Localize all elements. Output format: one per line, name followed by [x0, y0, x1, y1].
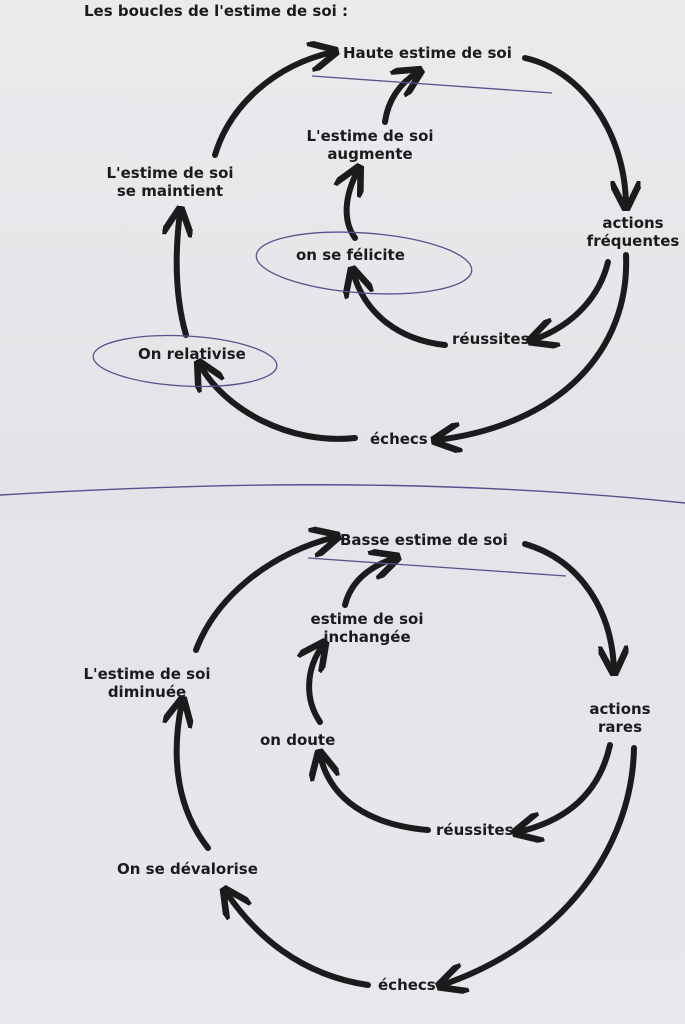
- low-decrease-line-1: L'estime de soi: [83, 665, 211, 683]
- low-unchanged-line-2: inchangée: [323, 628, 411, 646]
- low-actions-line-1: actions: [589, 700, 651, 718]
- arrow-successes-to-doubt: [320, 755, 431, 833]
- high-relativize-label: On relativise: [138, 345, 246, 363]
- arrow-maintain-to-top: [212, 52, 333, 158]
- high-congrats-label: on se félicite: [296, 246, 405, 264]
- low-successes-label: réussites: [436, 821, 514, 839]
- arrow-doubt-to-unchanged: [309, 645, 323, 725]
- low-unchanged-line-1: estime de soi: [310, 610, 424, 628]
- low-top-label: Basse estime de soi: [340, 531, 508, 549]
- arrow-failures-to-devalue: [226, 892, 371, 988]
- low-unchanged-label: estime de soi inchangée: [302, 610, 432, 646]
- high-increase-line-2: augmente: [327, 145, 413, 163]
- high-increase-label: L'estime de soi augmente: [300, 127, 440, 163]
- underline-low-top: [307, 557, 567, 577]
- high-increase-line-1: L'estime de soi: [306, 127, 434, 145]
- high-failures-label: échecs: [370, 430, 428, 448]
- low-actions-line-2: rares: [597, 718, 643, 736]
- circle-congrats: [255, 231, 473, 295]
- arrow-decrease-to-top: [193, 537, 335, 653]
- arrow-relativize-to-maintain: [177, 212, 186, 338]
- separator-line: [0, 484, 685, 504]
- high-maintain-label: L'estime de soi se maintient: [100, 164, 240, 200]
- high-successes-label: réussites: [452, 330, 530, 348]
- low-decrease-line-2: diminuée: [107, 683, 187, 701]
- high-maintain-line-2: se maintient: [116, 182, 224, 200]
- low-loop: [177, 537, 637, 988]
- arrow-congrats-to-increase: [347, 170, 358, 241]
- circle-relativize: [92, 334, 278, 388]
- arrow-increase-to-top: [382, 72, 418, 125]
- arrow-actions-to-failures: [437, 252, 630, 440]
- high-actions-line-1: actions: [602, 214, 664, 232]
- low-failures-label: échecs: [378, 976, 436, 994]
- arrow-actions-to-successes-low: [518, 742, 613, 832]
- high-actions-line-2: fréquentes: [586, 232, 680, 250]
- low-devalue-label: On se dévalorise: [117, 860, 258, 878]
- low-actions-label: actions rares: [570, 700, 670, 736]
- high-loop: [177, 52, 627, 440]
- arrow-successes-to-congrats: [353, 272, 448, 348]
- high-maintain-line-1: L'estime de soi: [106, 164, 234, 182]
- page-title: Les boucles de l'estime de soi :: [84, 2, 348, 20]
- high-actions-label: actions fréquentes: [583, 214, 683, 250]
- underline-high-top: [311, 75, 553, 94]
- high-top-label: Haute estime de soi: [343, 44, 512, 62]
- arrow-actions-to-successes: [533, 259, 611, 340]
- arrow-top-to-actions: [522, 55, 626, 205]
- arrow-devalue-to-decrease: [177, 702, 211, 851]
- arrow-failures-to-relativize: [200, 365, 358, 442]
- low-decrease-label: L'estime de soi diminuée: [72, 665, 222, 701]
- arrow-unchanged-to-top: [342, 558, 395, 608]
- arrow-top-to-actions-rares: [522, 541, 614, 670]
- arrow-actions-to-failures-low: [442, 745, 637, 985]
- low-doubt-label: on doute: [260, 731, 336, 749]
